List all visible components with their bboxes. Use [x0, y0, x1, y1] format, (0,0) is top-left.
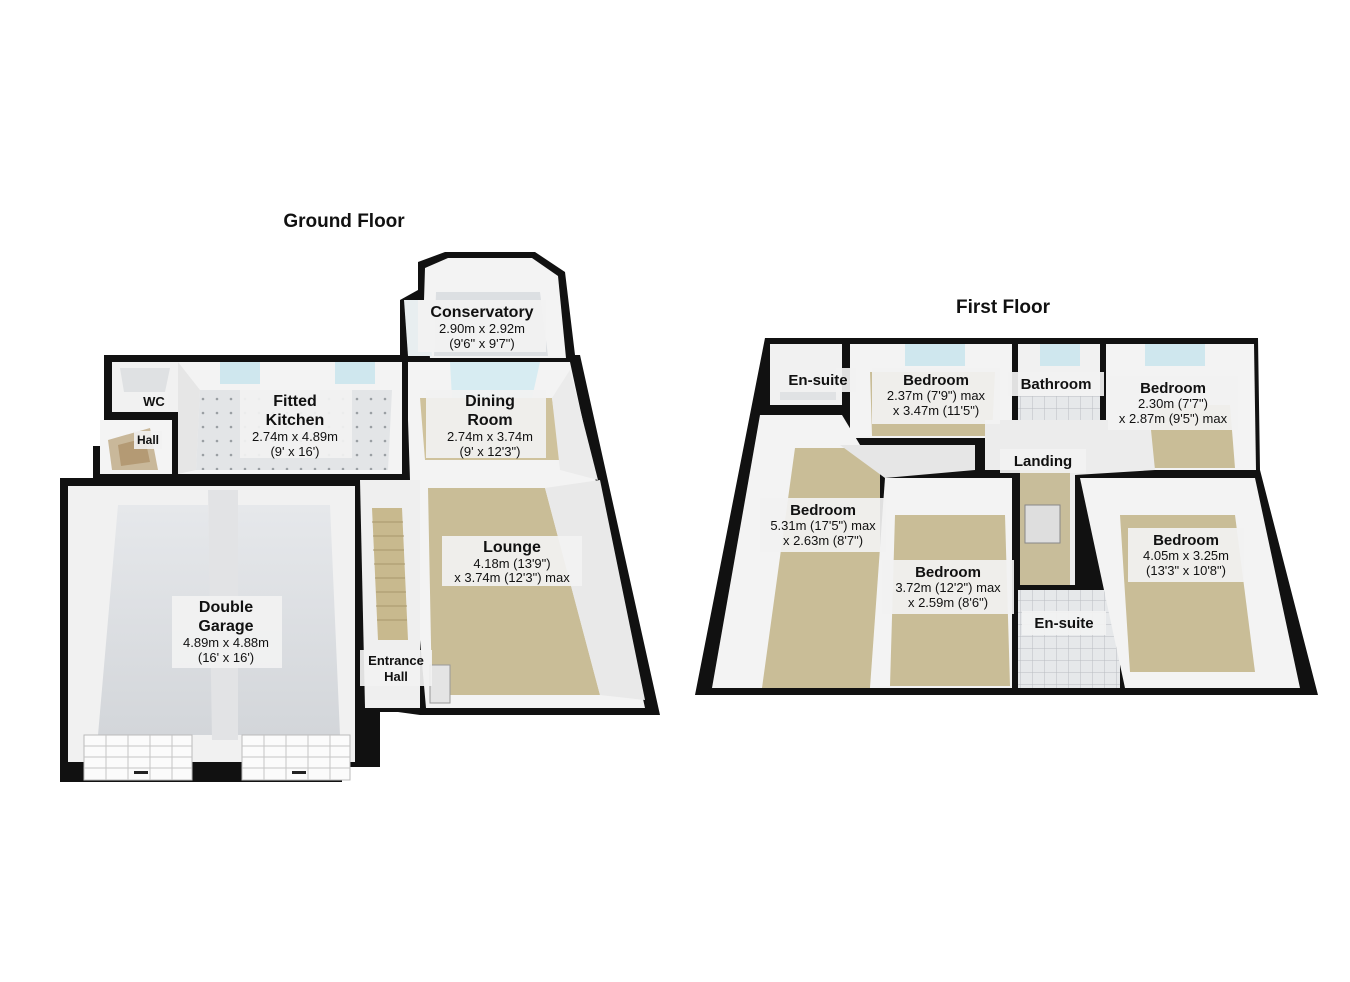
room-label-entrance-1: Entrance [368, 653, 424, 668]
ground-floor-title: Ground Floor [283, 211, 405, 232]
first-floor-title: First Floor [956, 297, 1051, 318]
room-label-ensuite-left: En-suite [788, 372, 847, 389]
room-label-dining-2: Room [467, 412, 512, 429]
room-dim-bed-mid-2: x 2.59m (8'6") [908, 595, 988, 610]
room-dim-conservatory-1: 2.90m x 2.92m [439, 321, 525, 336]
room-dim-conservatory-2: (9'6" x 9'7") [449, 336, 515, 351]
room-dim-garage-1: 4.89m x 4.88m [183, 635, 269, 650]
room-dim-kitchen-2: (9' x 16') [270, 444, 319, 459]
room-label-garage-1: Double [199, 599, 253, 616]
room-dim-lounge-2: x 3.74m (12'3") max [454, 570, 570, 585]
room-dim-lounge-1: 4.18m (13'9") [473, 556, 550, 571]
room-label-kitchen-2: Kitchen [266, 412, 325, 429]
room-dim-bed-big-left-1: 5.31m (17'5") max [770, 518, 876, 533]
garage-door-right [241, 734, 351, 781]
room-label-wc: WC [143, 394, 165, 409]
first-floor-plan [695, 338, 1318, 695]
room-label-bed-top-right: Bedroom [1140, 380, 1206, 397]
ground-floor-plan [60, 252, 660, 782]
room-dim-bed-top-left-1: 2.37m (7'9") max [887, 388, 986, 403]
room-dim-dining-1: 2.74m x 3.74m [447, 429, 533, 444]
room-dim-bed-right-1: 4.05m x 3.25m [1143, 548, 1229, 563]
room-label-bed-big-left: Bedroom [790, 502, 856, 519]
room-dim-bed-mid-1: 3.72m (12'2") max [895, 580, 1001, 595]
room-label-bed-top-left: Bedroom [903, 372, 969, 389]
room-label-ensuite-right: En-suite [1034, 615, 1093, 632]
room-label-entrance-2: Hall [384, 669, 408, 684]
room-dim-dining-2: (9' x 12'3") [460, 444, 521, 459]
room-label-dining-1: Dining [465, 393, 515, 410]
room-label-landing: Landing [1014, 453, 1072, 470]
room-label-bed-mid: Bedroom [915, 564, 981, 581]
room-dim-bed-big-left-2: x 2.63m (8'7") [783, 533, 863, 548]
room-dim-bed-top-right-2: x 2.87m (9'5") max [1119, 411, 1228, 426]
room-dim-kitchen-1: 2.74m x 4.89m [252, 429, 338, 444]
garage-door-left [83, 734, 193, 781]
room-label-conservatory: Conservatory [430, 304, 533, 321]
room-label-garage-2: Garage [198, 618, 253, 635]
room-label-kitchen-1: Fitted [273, 393, 317, 410]
room-dim-bed-right-2: (13'3" x 10'8") [1146, 563, 1226, 578]
room-label-bed-right: Bedroom [1153, 532, 1219, 549]
room-label-hall: Hall [137, 433, 159, 447]
room-dim-bed-top-right-1: 2.30m (7'7") [1138, 396, 1208, 411]
room-label-bathroom: Bathroom [1021, 376, 1092, 393]
room-dim-bed-top-left-2: x 3.47m (11'5") [893, 403, 979, 418]
room-label-lounge: Lounge [483, 539, 541, 556]
room-dim-garage-2: (16' x 16') [198, 650, 254, 665]
